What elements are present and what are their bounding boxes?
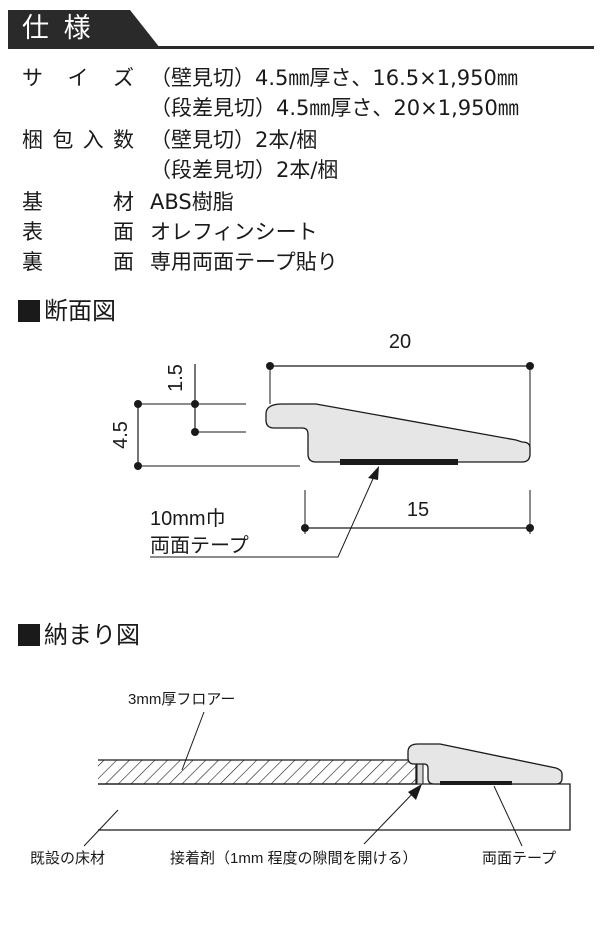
heading-square-icon <box>18 624 40 646</box>
adhesive-gap <box>416 763 424 785</box>
spec-value-package-2: （段差見切）2本/梱 <box>150 158 339 182</box>
spec-label-package: 梱 包 入 数 <box>22 126 134 154</box>
spec-label-char: 入 <box>82 128 104 152</box>
dim-step-label: 1.5 <box>165 364 187 392</box>
spec-label-char: サ <box>22 66 43 90</box>
spec-label-char: 表 <box>22 220 43 244</box>
dim-tape-label: 15 <box>407 499 429 521</box>
spec-value-base: ABS樹脂 <box>150 190 234 214</box>
section-heading-cross-section: 断面図 <box>18 296 116 326</box>
spec-label-char: 面 <box>113 250 134 274</box>
profile-shape <box>265 403 531 463</box>
section-heading-installation: 納まり図 <box>18 620 140 650</box>
spec-label-char: 基 <box>22 190 43 214</box>
new-floor <box>98 759 417 785</box>
spec-label-char: 数 <box>112 128 134 152</box>
spec-label-size: サ イ ズ <box>22 64 134 92</box>
dim-dot <box>191 400 199 408</box>
existing-label: 既設の床材 <box>30 850 105 867</box>
spec-value-size-1: （壁見切）4.5㎜厚さ、16.5×1,950㎜ <box>150 66 518 90</box>
spec-label-char: 梱 <box>22 128 43 152</box>
spec-header-title: 仕 様 <box>22 13 94 44</box>
spec-label-char: イ <box>67 66 89 90</box>
cross-section-diagram: 20 4.5 1.5 15 10mm巾 両面テープ <box>110 331 534 558</box>
adhesive-label: 接着剤（1mm 程度の隙間を開ける） <box>170 850 418 867</box>
tape-strip <box>340 459 458 465</box>
installation-diagram: 3mm厚フロアー 既設の床材 接着剤（1mm 程度の隙間を開ける） 両面テープ <box>30 691 571 867</box>
tape-leader <box>493 785 523 847</box>
tape-label-2: 両面テープ <box>150 535 249 557</box>
spec-value-package-1: （壁見切）2本/梱 <box>150 128 318 152</box>
dim-width-label: 20 <box>389 331 411 353</box>
spec-header-rule <box>8 46 594 49</box>
floor-leader <box>181 711 205 771</box>
existing-floor <box>98 783 571 831</box>
spec-label-char: 材 <box>113 190 134 214</box>
section-title: 納まり図 <box>44 621 140 649</box>
section-title: 断面図 <box>44 297 116 325</box>
dim-dot <box>301 524 309 532</box>
spec-label-char: 面 <box>113 220 134 244</box>
leader-line <box>150 471 377 558</box>
spec-label-char: ズ <box>113 66 134 90</box>
installed-tape <box>440 781 512 785</box>
spec-label-char: 包 <box>52 128 74 152</box>
spec-label-char: 裏 <box>22 250 43 274</box>
spec-value-size-2: （段差見切）4.5㎜厚さ、20×1,950㎜ <box>150 96 519 120</box>
tape-label-1: 10mm巾 <box>150 507 226 530</box>
spec-value-back: 専用両面テープ貼り <box>150 250 338 274</box>
spec-value-surface: オレフィンシート <box>150 220 318 244</box>
heading-square-icon <box>18 300 40 322</box>
adhesive-leader <box>363 789 417 845</box>
installed-profile <box>407 743 563 785</box>
spec-header-tab <box>8 10 160 48</box>
dim-dot <box>526 524 534 532</box>
dim-height-label: 4.5 <box>110 421 132 449</box>
existing-leader <box>83 809 119 847</box>
spec-label-back: 裏 面 <box>22 248 134 276</box>
adhesive-arrow <box>408 784 422 800</box>
spec-label-surface: 表 面 <box>22 218 134 246</box>
spec-label-base: 基 材 <box>22 188 134 216</box>
floor-label: 3mm厚フロアー <box>128 691 235 708</box>
leader-arrow <box>368 466 379 480</box>
installed-tape-label: 両面テープ <box>482 850 556 867</box>
